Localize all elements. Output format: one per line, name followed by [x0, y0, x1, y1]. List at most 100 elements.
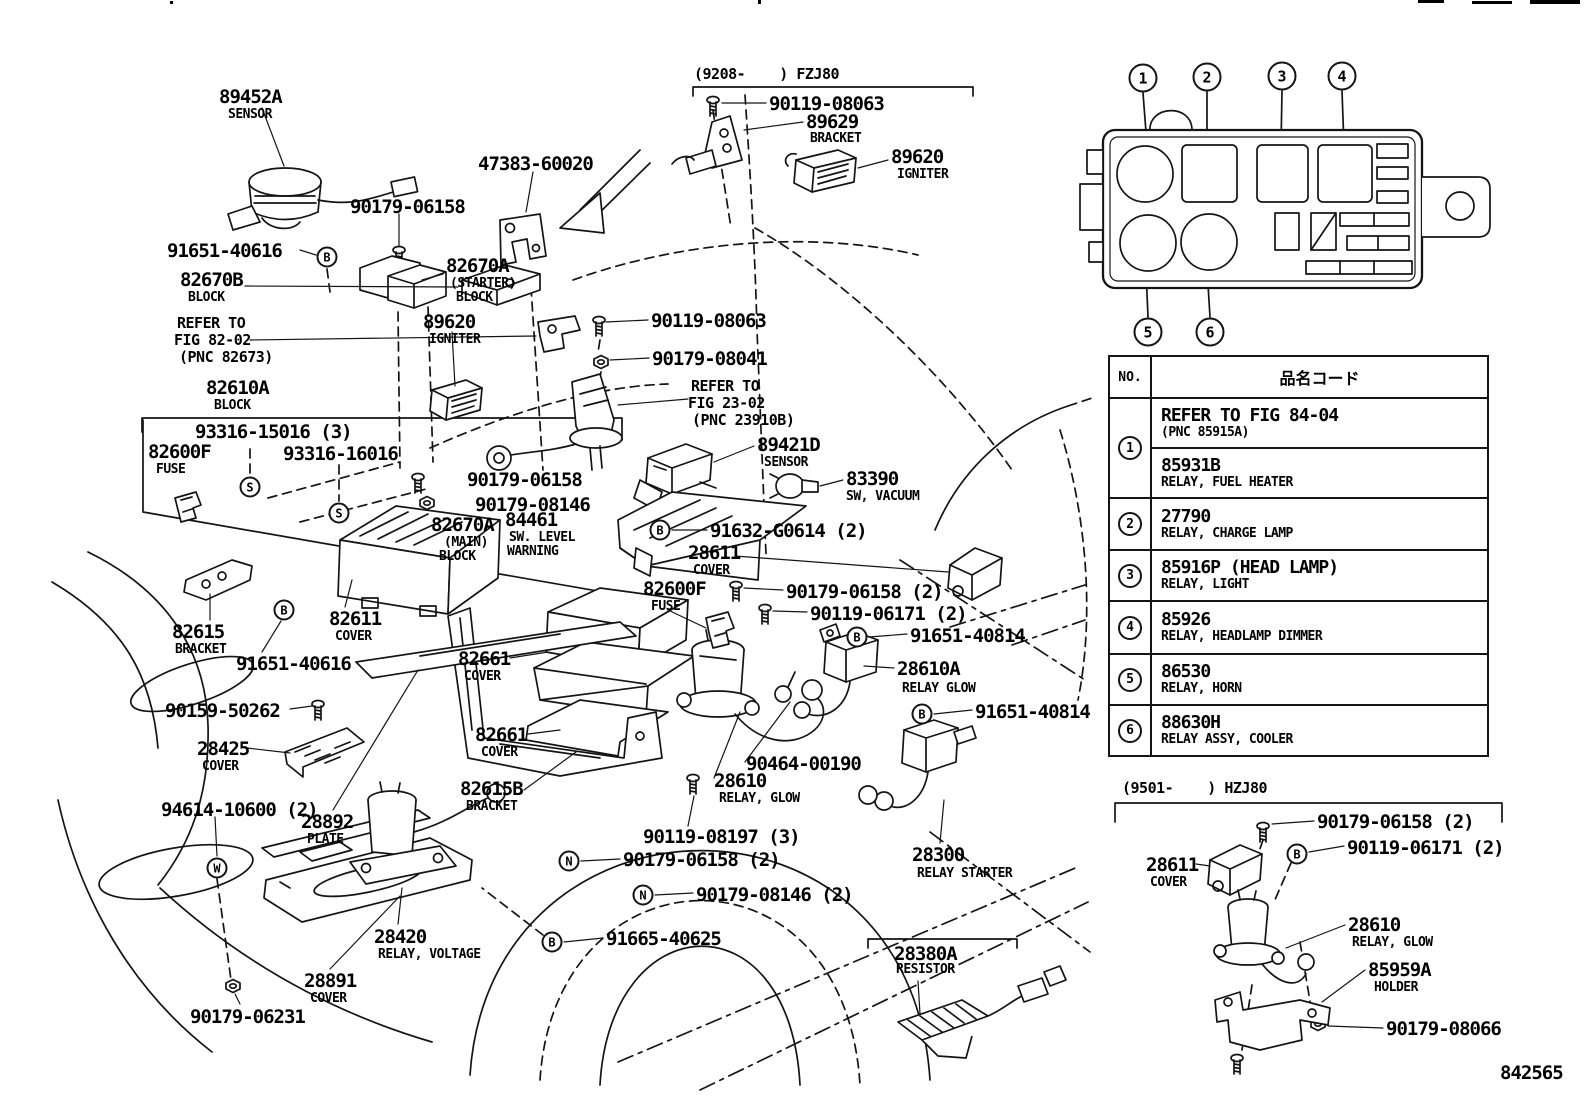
clamp-47383-glyph: [499, 213, 547, 266]
row-number-circle: 1: [1118, 436, 1142, 460]
table-header-no: NO.: [1110, 357, 1152, 397]
relay-28300-glyph: [858, 719, 977, 811]
part-label: 82611: [329, 608, 382, 630]
part-code: 85926: [1161, 609, 1211, 631]
part-label: BRACKET: [466, 799, 518, 814]
part-label: 94614-10600 (2): [161, 799, 319, 821]
relay-28420-glyph: [349, 781, 506, 885]
part-label: 28610: [714, 770, 767, 792]
part-label: 842565: [1500, 1062, 1564, 1084]
part-label: BLOCK: [214, 398, 251, 413]
part-label: 89421D: [757, 434, 821, 456]
part-label: IGNITER: [429, 332, 481, 347]
part-label: COVER: [481, 745, 518, 760]
nut-icon: [225, 978, 241, 994]
part-label: 28892: [301, 811, 354, 833]
part-label: 90179-08041: [652, 348, 768, 370]
callout-2: 2: [1192, 62, 1222, 92]
scan-noise: [170, 1, 173, 4]
fastener-marker-s: S: [328, 502, 350, 524]
part-label: 82610A: [206, 377, 270, 399]
part-label: COVER: [335, 629, 372, 644]
part-label: (STARTER): [450, 276, 516, 291]
part-label: 90119-08063: [651, 310, 767, 332]
ring-90464-glyph: [774, 671, 796, 703]
fastener-marker-b: B: [846, 626, 868, 648]
part-label: 82600F: [643, 578, 707, 600]
part-label: 90464-00190: [746, 753, 862, 775]
bracket-82615b-glyph: [447, 607, 663, 777]
part-label: 93316-15016 (3): [195, 421, 353, 443]
fastener-marker-n: N: [632, 884, 654, 906]
nut-icon: [593, 354, 609, 370]
part-label: PLATE: [307, 832, 344, 847]
part-label: 90179-08066: [1386, 1018, 1502, 1040]
part-label: 89452A: [219, 86, 283, 108]
row-number-circle: 2: [1118, 512, 1142, 536]
part-label: COVER: [1150, 875, 1187, 890]
holder-85959a-glyph: [1214, 991, 1331, 1051]
part-label: 91632-G0614 (2): [710, 520, 868, 542]
fuse-82600f-mid-glyph: [705, 611, 735, 649]
part-label: SW. LEVEL: [509, 530, 575, 545]
fusebox-82610a-glyph: [337, 505, 501, 617]
part-label: FUSE: [651, 599, 681, 614]
parts-table-header: NO. 品名コード: [1110, 357, 1487, 399]
part-label: IGNITER: [897, 167, 949, 182]
part-entry: REFER TO FIG 84-04(PNC 85915A): [1152, 399, 1487, 447]
scan-noise: [1472, 1, 1512, 4]
table-row-number-cell: 1: [1110, 399, 1152, 497]
part-label: 89620: [423, 311, 476, 333]
part-label: 90179-06158 (2): [1317, 811, 1475, 833]
row-number-circle: 4: [1118, 615, 1142, 640]
part-label: 28611: [1146, 854, 1199, 876]
fastener-marker-b: B: [649, 519, 671, 541]
block-82670a-starter-glyph: [359, 255, 447, 309]
part-label: SW, VACUUM: [846, 489, 920, 504]
part-name: RELAY ASSY, COOLER: [1161, 732, 1293, 748]
part-label: 91651-40814: [910, 625, 1026, 647]
part-label: 82615B: [460, 778, 524, 800]
vehicle-outline: [51, 227, 1093, 1091]
part-label: BRACKET: [810, 131, 862, 146]
part-label: 47383-60020: [478, 153, 594, 175]
callout-6: 6: [1195, 317, 1225, 347]
part-label: RELAY, VOLTAGE: [378, 947, 481, 962]
fuse-82600f-left-glyph: [174, 491, 202, 523]
callout-5: 5: [1133, 317, 1163, 347]
fastener-marker-n: N: [558, 850, 580, 872]
row-number-circle: 5: [1118, 667, 1142, 692]
part-label: REFER TO: [691, 377, 760, 395]
part-label: BLOCK: [439, 549, 476, 564]
relay-28610a-glyph: [793, 623, 879, 719]
table-row-number-cell: 3: [1110, 551, 1152, 600]
part-label: 28891: [304, 970, 357, 992]
part-label: 91651-40814: [975, 701, 1091, 723]
part-label: 89620: [891, 146, 944, 168]
screw-icon: [758, 603, 772, 625]
part-label: 28611: [688, 542, 741, 564]
part-label: COVER: [310, 991, 347, 1006]
component-glyphs: [174, 95, 1331, 1075]
part-label: 91651-40616: [167, 240, 283, 262]
part-label: 90179-08146 (2): [696, 884, 854, 906]
part-label: 90179-06158: [350, 196, 466, 218]
fastener-marker-b: B: [1286, 843, 1308, 865]
glow-relay-28610-hzj-glyph: [1213, 889, 1315, 984]
fastener-marker-b: B: [273, 599, 295, 621]
part-label: BRACKET: [175, 642, 227, 657]
fastener-marker-s: S: [239, 476, 261, 498]
part-name: RELAY, HEADLAMP DIMMER: [1161, 629, 1323, 645]
sensor-89421d-glyph: [633, 443, 717, 511]
part-code: 86530: [1161, 661, 1211, 683]
sw-vacuum-83390-glyph: [769, 473, 819, 499]
screw-icon: [592, 315, 606, 337]
